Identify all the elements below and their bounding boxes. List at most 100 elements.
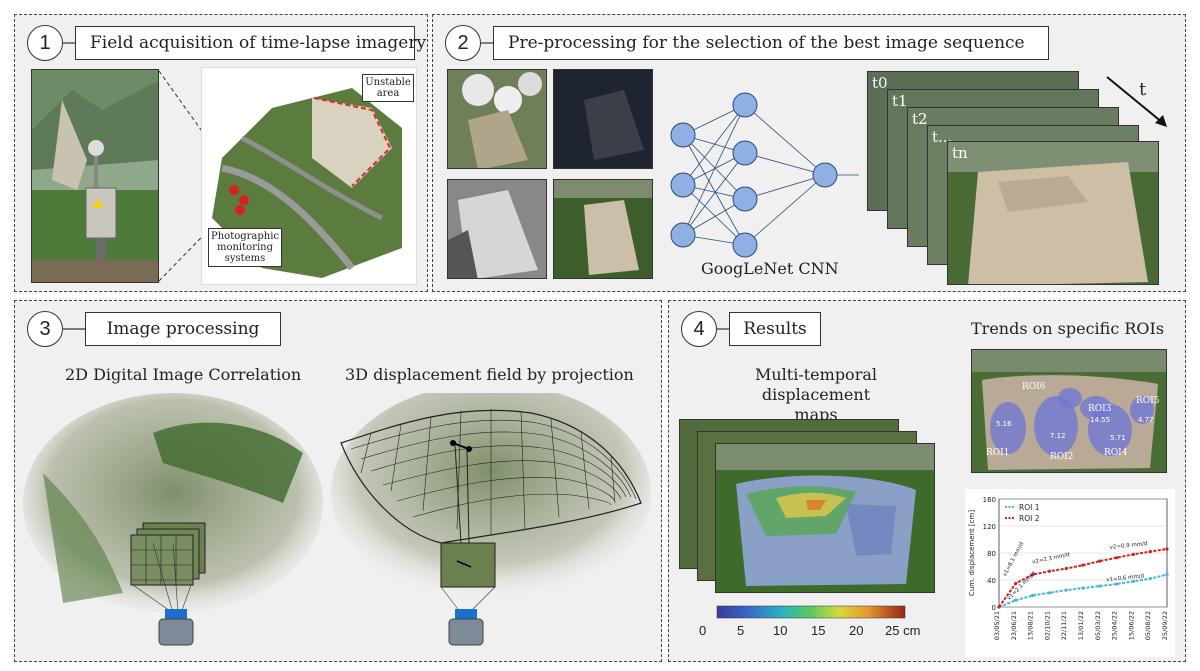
step-number-2: 2 [445, 25, 481, 61]
panel-3-title: Image processing [85, 312, 281, 346]
panel-image-processing: 3 Image processing 2D Digital Image Corr… [14, 300, 662, 662]
roi-label: ROI3 [1088, 404, 1112, 414]
chart-x-tick: 23/06/21 [1010, 611, 1018, 640]
roi-value: 7.12 [1050, 432, 1066, 440]
sequence-frame-n: tn [947, 141, 1159, 285]
colorbar-tick: 20 [849, 623, 864, 638]
cnn-node [670, 122, 696, 148]
chart-annotation: v2=2.3 mm/d [1032, 552, 1070, 566]
roi-label: ROI2 [1050, 452, 1074, 462]
chart-x-tick: 05/08/22 [1144, 611, 1152, 640]
chart-x-tick: 02/10/21 [1043, 611, 1051, 640]
chart-annotation: v1=8.1 mm/d [1002, 541, 1025, 577]
unstable-area-label: Unstable area [362, 74, 414, 102]
candidate-image-clear [553, 179, 653, 279]
step-number-1: 1 [27, 25, 63, 61]
colorbar-ticks: 0 5 10 15 20 25 cm [699, 623, 939, 643]
chart-x-tick: 13/08/21 [1027, 611, 1035, 640]
frame-label: t0 [872, 74, 888, 92]
candidate-image-blurred [447, 69, 547, 169]
chart-annotation: v1=0.6 mm/d [1106, 573, 1144, 583]
chart-data-point [1047, 591, 1051, 595]
chart-y-label: Cum. displacement [cm] [968, 510, 976, 596]
image-sequence-stack: t0 t1 t2 t... tn [867, 71, 1167, 291]
chart-data-point [1165, 547, 1169, 551]
chart-annotation: v2=0.9 mm/d [1109, 541, 1147, 551]
cnn-label: GoogLeNet CNN [701, 259, 839, 278]
chart-legend-label: ROI 1 [1019, 503, 1040, 512]
roi-label: ROI5 [1136, 396, 1160, 406]
roi-label: ROI6 [1022, 382, 1046, 392]
step-number-4: 4 [681, 311, 717, 347]
cnn-node [670, 222, 696, 248]
cnn-node [732, 92, 758, 118]
chart-x-tick: 25/09/22 [1161, 611, 1169, 640]
chart-y-tick: 120 [983, 523, 996, 531]
chart-data-point [1014, 598, 1018, 602]
chart-data-point [1098, 584, 1102, 588]
projection-caption: 3D displacement field by projection [345, 365, 634, 384]
cnn-node [732, 186, 758, 212]
chart-y-tick: 0 [992, 604, 996, 612]
chart-y-tick: 40 [987, 577, 996, 585]
displacement-map-stack [679, 419, 939, 593]
chart-x-tick: 22/11/21 [1060, 611, 1068, 640]
chart-data-point [1165, 573, 1169, 577]
panel-2-title: Pre-processing for the selection of the … [493, 26, 1049, 60]
time-arrow [1106, 76, 1167, 127]
candidate-image-snow [447, 179, 547, 279]
colorbar-tick: 15 [811, 623, 826, 638]
chart-data-point [1098, 559, 1102, 563]
chart-data-point [1031, 573, 1035, 577]
chart-data-point [1031, 593, 1035, 598]
maps-caption: Multi-temporal displacement maps [741, 365, 891, 425]
time-label: t [1139, 79, 1147, 100]
chart-data-point [1014, 581, 1018, 585]
roi-label: ROI1 [986, 448, 1010, 458]
step-connector-4 [717, 328, 731, 330]
chart-x-tick: 03/05/21 [993, 611, 1001, 640]
chart-x-tick: 05/03/22 [1094, 611, 1102, 640]
chart-data-point [1115, 556, 1119, 560]
chart-data-point [1064, 588, 1068, 592]
chart-data-point [1148, 577, 1152, 581]
frame-label: t1 [892, 92, 908, 110]
cnn-node [812, 162, 838, 188]
panel-preprocessing: 2 Pre-processing for the selection of th… [432, 14, 1186, 292]
panel-field-acquisition: 1 Field acquisition of time-lapse imager… [14, 14, 428, 292]
chart-data-point [1047, 569, 1051, 573]
dic-slope-image [23, 393, 323, 646]
roi-overview-image: ROI1 ROI2 ROI3 ROI4 ROI5 ROI6 5.16 7.12 … [971, 349, 1167, 473]
chart-data-point [1081, 586, 1085, 590]
chart-data-point [1115, 582, 1119, 586]
chart-y-tick: 160 [983, 496, 996, 504]
projection-mesh-image [331, 393, 651, 646]
cnn-node [670, 172, 696, 198]
roi-label: ROI4 [1104, 448, 1128, 458]
chart-data-point [1064, 566, 1068, 571]
frame-label: t2 [912, 110, 928, 128]
step-connector-2 [481, 42, 495, 44]
camera-station-photo [31, 69, 159, 283]
chart-data-point [1131, 579, 1135, 583]
trends-caption: Trends on specific ROIs [971, 319, 1165, 338]
cnn-node [732, 232, 758, 258]
orthophoto-map: Unstable area Photographic monitoring sy… [201, 67, 417, 285]
cnn-node [732, 140, 758, 166]
roi-value: 5.16 [996, 420, 1012, 428]
colorbar-tick: 25 cm [885, 623, 921, 638]
colorbar-tick: 10 [773, 623, 788, 638]
chart-data-point [1148, 550, 1152, 554]
displacement-map-frame [715, 443, 935, 593]
roi-value: 4.77 [1138, 416, 1154, 424]
panel-results: 4 Results Trends on specific ROIs Multi-… [668, 300, 1186, 662]
chart-y-tick: 80 [987, 550, 996, 558]
roi-value: 14.55 [1090, 416, 1111, 424]
maps-caption-text: Multi-temporal displacement maps [754, 365, 877, 424]
monitoring-systems-label: Photographic monitoring systems [208, 228, 282, 267]
displacement-colorbar [716, 605, 906, 619]
step-connector-1 [63, 42, 77, 44]
step-connector-3 [63, 328, 87, 330]
chart-data-point [997, 605, 1001, 609]
candidate-image-dark [553, 69, 653, 169]
